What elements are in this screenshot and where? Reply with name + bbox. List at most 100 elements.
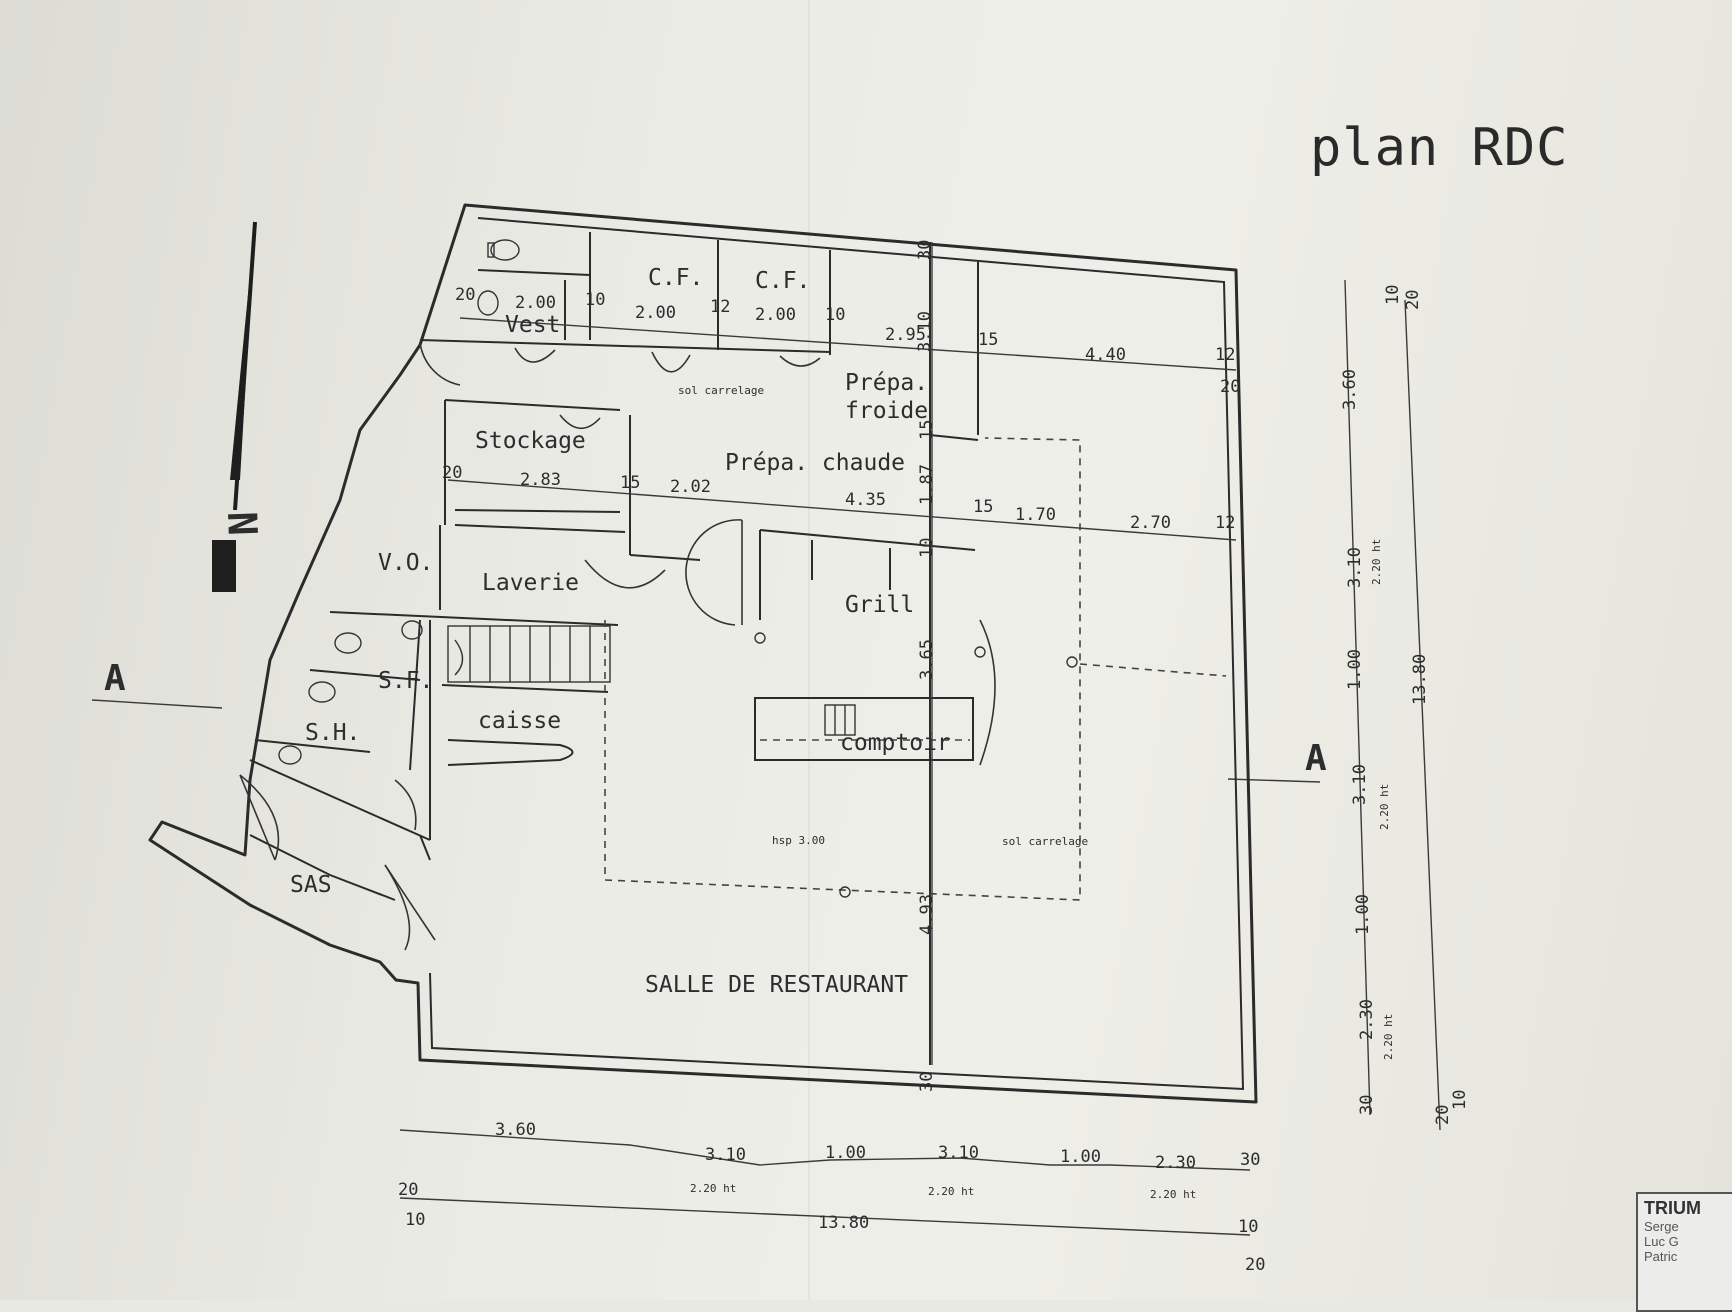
dim-right-6: 2.30: [1357, 999, 1377, 1040]
dim-mid-2: 15: [620, 473, 640, 493]
dim-v-0: 30: [915, 240, 935, 260]
north-label: N: [218, 511, 265, 537]
dim-bottom-sub-1: 2.20 ht: [928, 1185, 974, 1198]
room-label-caisse: caisse: [478, 708, 561, 734]
room-label-cf2: C.F.: [755, 268, 810, 294]
section-label-left: A: [104, 658, 126, 699]
dim-mid-4: 4.35: [845, 490, 886, 510]
dim-right-1: 3.60: [1340, 369, 1360, 410]
room-label-prepa-froide-1: Prépa.: [845, 370, 928, 396]
dim-right-bottom-1: 10: [1450, 1090, 1470, 1110]
dim-mid-1: 2.83: [520, 470, 561, 490]
plan-notes: sol carrelage sol carrelage hsp 3.00: [678, 384, 1088, 848]
dim-right-2: 3.10: [1345, 547, 1365, 588]
title-block-line1: TRIUM: [1644, 1198, 1701, 1218]
title-block: TRIUM Serge Luc G Patric: [1636, 1192, 1732, 1312]
dim-right-7: 30: [1357, 1095, 1377, 1115]
dim-right-5: 1.00: [1353, 894, 1373, 935]
note-sol-carrelage-2: sol carrelage: [1002, 835, 1088, 848]
title-block-line4: Patric: [1644, 1249, 1678, 1264]
room-label-sf: S.F.: [378, 668, 433, 694]
dim-v-4: 4.93: [917, 894, 937, 935]
dim-v-1: 10: [917, 538, 937, 558]
room-label-comptoir: comptoir: [840, 730, 951, 756]
dim-bottom-sub-0: 2.20 ht: [690, 1182, 736, 1195]
dim-top-10: 4.40: [1085, 345, 1126, 365]
dim-bottom-1: 3.10: [705, 1145, 746, 1165]
dim-right-top-1: 20: [1403, 290, 1423, 310]
dim-top-8: 3.10: [915, 311, 935, 352]
dim-right-0: 10: [1383, 285, 1403, 305]
dim-bottom-left-0: 20: [398, 1180, 418, 1200]
dim-mid-7: 1.70: [1015, 505, 1056, 525]
dim-right-total: 13.80: [1410, 654, 1430, 705]
dim-v-3: 3.65: [917, 639, 937, 680]
dim-bottom-left-1: 10: [405, 1210, 425, 1230]
section-marker-left: A: [91, 658, 223, 709]
dim-top-4: 12: [710, 297, 730, 317]
dim-right-sub-1: 2.20 ht: [1378, 784, 1391, 830]
room-label-cf1: C.F.: [648, 265, 703, 291]
dim-bottom-total: 13.80: [818, 1213, 869, 1233]
dim-bottom-right-0: 10: [1238, 1217, 1258, 1237]
room-label-sh: S.H.: [305, 720, 360, 746]
dim-bottom-4: 1.00: [1060, 1147, 1101, 1167]
dim-mid-5: 1.87: [917, 464, 937, 505]
dim-bottom-0: 3.60: [495, 1120, 536, 1140]
dim-top-7: 2.95: [885, 325, 926, 345]
right-dimensions: 3.60 3.10 1.00 3.10 1.00 2.30 30 10 2.20…: [1340, 279, 1470, 1131]
title-block-line3: Luc G: [1644, 1234, 1679, 1249]
dim-top-6: 10: [825, 305, 845, 325]
dim-top-2: 10: [585, 290, 605, 310]
dim-top-5: 2.00: [755, 305, 796, 325]
dim-right-4: 3.10: [1350, 764, 1370, 805]
dim-bottom-3: 3.10: [938, 1143, 979, 1163]
dim-bottom-5: 2.30: [1155, 1153, 1196, 1173]
room-label-stockage: Stockage: [475, 428, 586, 454]
dim-bottom-right-1: 20: [1245, 1255, 1265, 1275]
doors: [239, 341, 996, 951]
room-label-vo: V.O.: [378, 550, 433, 576]
north-arrow: N: [212, 221, 265, 592]
room-label-sas: SAS: [290, 872, 332, 898]
dashed-zone: [604, 437, 1227, 901]
internal-dimensions: [447, 242, 1237, 1065]
dim-right-sub-0: 2.20 ht: [1370, 539, 1383, 585]
dim-mid-0: 20: [442, 463, 462, 483]
room-label-salle: SALLE DE RESTAURANT: [645, 972, 908, 998]
staircase: [447, 625, 611, 683]
dim-mid-3: 2.02: [670, 477, 711, 497]
room-labels: Vest C.F. C.F. Prépa. froide Stockage Pr…: [290, 265, 951, 998]
dim-v-5: 30: [917, 1072, 937, 1092]
room-label-grill: Grill: [845, 592, 914, 618]
paper-fold: [808, 0, 810, 1300]
room-label-laverie: Laverie: [482, 570, 579, 596]
dim-right-3: 1.00: [1345, 649, 1365, 690]
counter: [754, 697, 974, 761]
dim-right-bottom-0: 20: [1433, 1105, 1453, 1125]
dim-top-1: 2.00: [515, 293, 556, 313]
dim-bottom-2: 1.00: [825, 1143, 866, 1163]
room-label-prepa-chaude: Prépa. chaude: [725, 450, 905, 476]
dim-v-2: 15: [917, 420, 937, 440]
room-label-prepa-froide-2: froide: [845, 398, 928, 424]
plan-title: plan RDC: [1310, 118, 1569, 178]
internal-dimension-texts: 20 2.00 10 2.00 12 2.00 10 2.95 3.10 15 …: [442, 240, 1240, 1092]
dim-mid-8: 2.70: [1130, 513, 1171, 533]
section-label-right: A: [1305, 738, 1327, 779]
dim-top-12: 20: [1220, 377, 1240, 397]
section-marker-right: A: [1227, 738, 1327, 783]
interior-walls: [249, 232, 979, 1065]
room-label-vest: Vest: [505, 312, 560, 338]
note-sol-carrelage-1: sol carrelage: [678, 384, 764, 397]
dim-top-3: 2.00: [635, 303, 676, 323]
dim-right-sub-2: 2.20 ht: [1382, 1014, 1395, 1060]
dim-top-0: 20: [455, 285, 475, 305]
bottom-dimensions: 3.60 3.10 1.00 3.10 1.00 2.30 30 2.20 ht…: [398, 1120, 1265, 1275]
dim-top-9: 15: [978, 330, 998, 350]
dim-top-11: 12: [1215, 345, 1235, 365]
dim-bottom-6: 30: [1240, 1150, 1260, 1170]
note-hsp: hsp 3.00: [772, 834, 825, 847]
dim-mid-6: 15: [973, 497, 993, 517]
